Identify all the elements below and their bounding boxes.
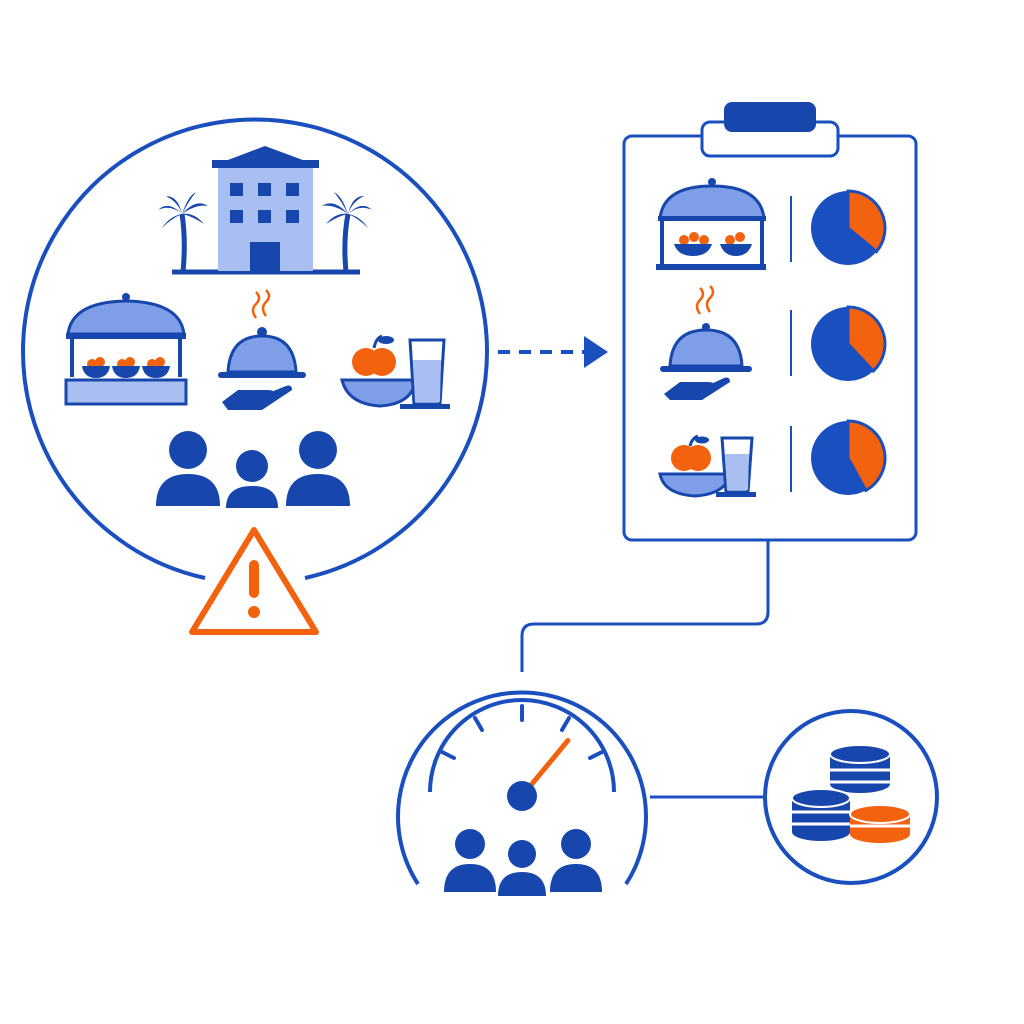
clipboard-row-service [660, 285, 887, 400]
share-pie-chart [811, 305, 887, 381]
share-pie-chart [811, 419, 887, 495]
pie-slice-highlight [846, 419, 887, 493]
served-cloche-icon [218, 289, 306, 410]
palm-tree-icon [322, 192, 372, 273]
palm-tree-icon [158, 192, 208, 273]
pie-slice-highlight [846, 189, 887, 254]
coin-stacks-icon [763, 709, 939, 885]
clipboard-row-buffet [656, 178, 887, 270]
buffet-station-icon [656, 178, 766, 270]
speedometer-gauge-icon [396, 690, 648, 896]
guests-group-icon [156, 431, 350, 508]
resort-circle [21, 117, 489, 580]
served-cloche-icon [660, 285, 752, 400]
pie-slice-highlight [846, 305, 887, 374]
buffet-station-icon [64, 293, 188, 406]
hotel-with-palm-trees-icon [158, 146, 372, 275]
guests-group-icon [444, 829, 602, 896]
dashed-arrow-icon [498, 336, 608, 368]
fruit-bowl-and-drink-icon [340, 334, 450, 409]
clipboard-row-snack [658, 419, 887, 498]
warning-triangle-icon [189, 527, 319, 635]
connector-line [520, 540, 770, 672]
share-pie-chart [811, 189, 887, 265]
fruit-bowl-and-drink-icon [658, 434, 756, 498]
